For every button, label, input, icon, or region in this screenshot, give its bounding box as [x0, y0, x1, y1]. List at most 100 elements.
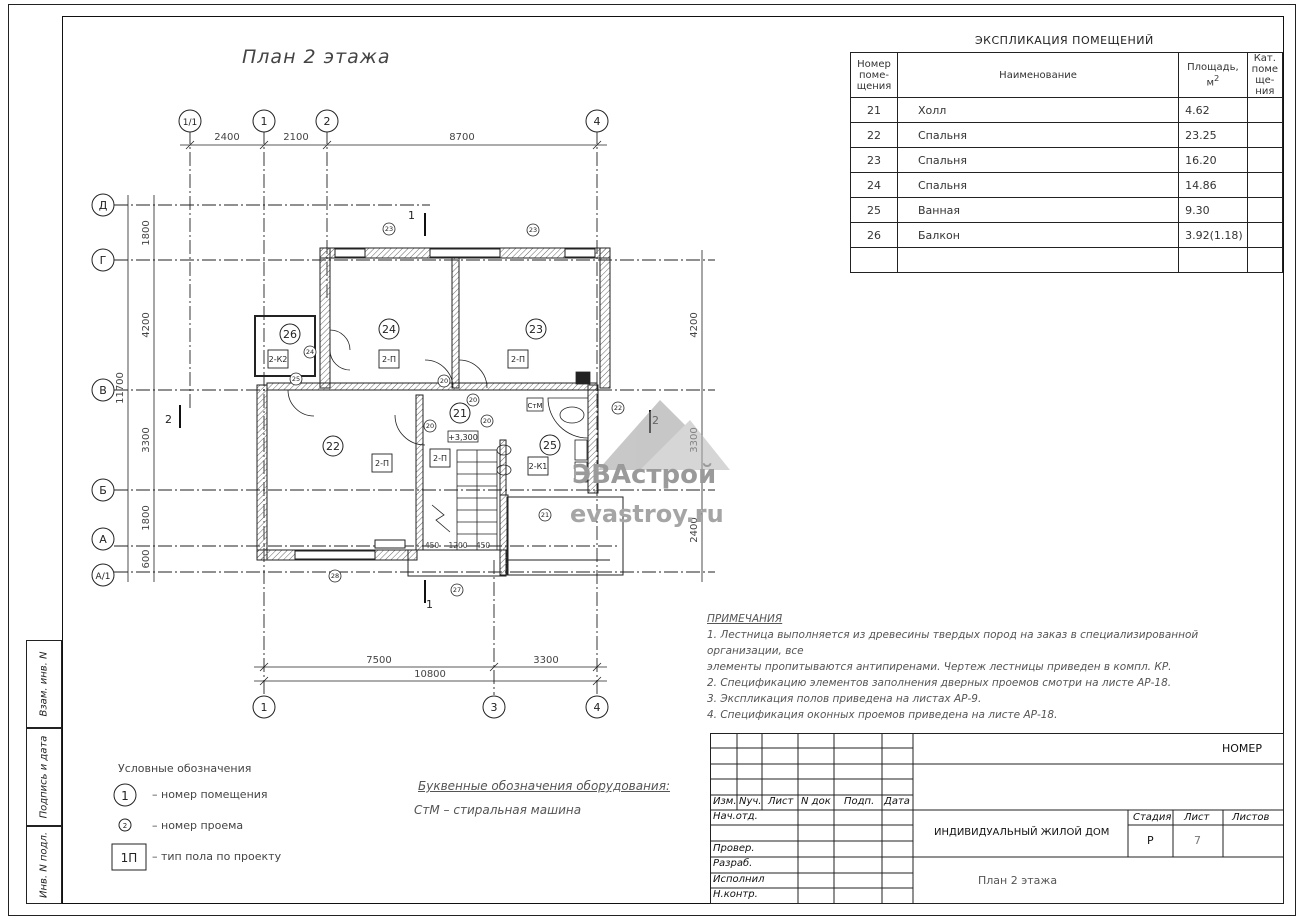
dim-top-3: 8700	[449, 132, 474, 143]
opening-marker: 20	[469, 396, 477, 404]
notes: ПРИМЕЧАНИЯ 1. Лестница выполняется из др…	[707, 611, 1247, 723]
room-26-num: 26	[283, 328, 297, 341]
axis-left-a1: А/1	[96, 572, 111, 582]
sheet-label: Лист	[1184, 812, 1210, 823]
opening-marker: 28	[331, 572, 339, 580]
opening-marker: 23	[385, 225, 393, 233]
axis-left-d: Д	[99, 199, 108, 212]
drawing-frame	[62, 16, 1284, 904]
dim-right-1: 4200	[689, 312, 700, 337]
legend-room-text: – номер помещения	[152, 788, 268, 801]
stamp-row: Разраб.	[713, 858, 753, 869]
side-cell: Инв. N подл.	[26, 826, 62, 904]
section-mark-bottom: 1	[426, 598, 433, 611]
dim-right-3: 2400	[689, 517, 700, 542]
stair-dim-2: 1200	[448, 541, 467, 550]
stair-dim-1: 450	[425, 541, 440, 550]
stair-dim-3: 450	[476, 541, 491, 550]
opening-marker: 24	[306, 348, 314, 356]
dim-left-4: 1800	[141, 505, 152, 530]
axis-left-v: В	[99, 384, 107, 397]
axis-bottom-4: 4	[594, 701, 601, 714]
axis-left-b: Б	[99, 484, 107, 497]
legend-opening-text: – номер проема	[152, 819, 244, 832]
opening-marker: 20	[426, 422, 434, 430]
room-25-num: 25	[543, 439, 557, 452]
side-cell: Взам. инв. N	[26, 640, 62, 728]
drawing-name: План 2 этажа	[978, 874, 1058, 887]
dim-bottom-2: 3300	[533, 655, 558, 666]
opening-marker: 21	[541, 511, 549, 519]
dim-top-1: 2400	[214, 132, 239, 143]
room-23-num: 23	[529, 323, 543, 336]
axis-top-4: 4	[594, 115, 601, 128]
legend-room-symbol: 1	[121, 789, 129, 803]
axis-left-a: А	[99, 533, 107, 546]
col-area: Площадь, м2	[1178, 52, 1248, 98]
note-line: 1. Лестница выполняется из древесины тве…	[707, 629, 1199, 657]
legend-floor-symbol: 1П	[121, 851, 138, 865]
stamp-row: Н.контр.	[713, 889, 758, 900]
legend-title: Условные обозначения	[118, 762, 252, 775]
col-cat: Кат. поме ще- ния	[1246, 52, 1284, 98]
equipment-item: СтМ – стиральная машина	[414, 803, 582, 817]
notes-title: ПРИМЕЧАНИЯ	[707, 613, 783, 625]
dim-left-1: 1800	[141, 220, 152, 245]
drawing-code: НОМЕР	[1222, 742, 1263, 755]
opening-marker: 22	[614, 404, 622, 412]
room-25-floor: 2-К1	[529, 462, 548, 471]
stage-value: Р	[1147, 834, 1154, 847]
project-name: ИНДИВИДУАЛЬНЫЙ ЖИЛОЙ ДОМ	[934, 827, 1110, 838]
room-26-floor: 2-К2	[269, 355, 288, 364]
side-strip: Взам. инв. N Подпись и дата Инв. N подл.	[26, 640, 62, 904]
room-22-num: 22	[326, 440, 340, 453]
opening-marker: 23	[529, 226, 537, 234]
axis-top-2: 2	[324, 115, 331, 128]
axis-left-g: Г	[100, 254, 107, 267]
room-23-floor: 2-П	[511, 355, 525, 364]
dim-left-5: 600	[141, 549, 152, 568]
dim-bottom-3: 10800	[414, 669, 446, 680]
stamp-row: Исполнил	[713, 874, 765, 885]
note-line: 4. Спецификация оконных проемов приведен…	[707, 709, 1058, 721]
level-mark: +3,300	[448, 433, 478, 442]
stamp-col: Nуч.	[739, 796, 762, 807]
side-cell: Подпись и дата	[26, 728, 62, 826]
legend-floor-text: – тип пола по проекту	[152, 850, 282, 863]
note-line: 3. Экспликация полов приведена на листах…	[707, 693, 982, 705]
table-row-empty	[850, 247, 1284, 273]
stamp-col: N док	[801, 796, 831, 807]
sheet-value: 7	[1194, 834, 1201, 847]
col-num: Номер поме- щения	[850, 52, 898, 98]
title-block: Изм. Nуч. Лист N док Подп. Дата Нач.отд.…	[710, 733, 1284, 904]
stamp-col: Дата	[884, 796, 910, 807]
dim-left-total: 11700	[115, 372, 126, 404]
stamp-col: Лист	[768, 796, 794, 807]
axis-bottom-1: 1	[261, 701, 268, 714]
washing-machine-label: СтМ	[527, 402, 542, 410]
dim-bottom-1: 7500	[366, 655, 391, 666]
watermark-logo-icon	[598, 400, 730, 470]
legend-symbols: 1 2 1П	[111, 783, 147, 871]
axis-top-1-1: 1/1	[183, 118, 197, 128]
col-name: Наименование	[896, 52, 1180, 98]
room-21-num: 21	[453, 407, 467, 420]
sheets-label: Листов	[1232, 812, 1270, 823]
opening-marker: 20	[440, 377, 448, 385]
watermark-brand: ЭВАстрой	[572, 460, 717, 490]
equipment-title: Буквенные обозначения оборудования:	[418, 779, 670, 793]
title-block-grid	[710, 733, 1284, 904]
room-24-floor: 2-П	[382, 355, 396, 364]
explication-table: Номер поме- щения Наименование Площадь, …	[850, 52, 1284, 273]
axis-top-1: 1	[261, 115, 268, 128]
drawing-sheet	[8, 4, 1296, 916]
room-24-num: 24	[382, 323, 396, 336]
opening-marker: 27	[453, 586, 461, 594]
stamp-row: Провер.	[713, 843, 755, 854]
